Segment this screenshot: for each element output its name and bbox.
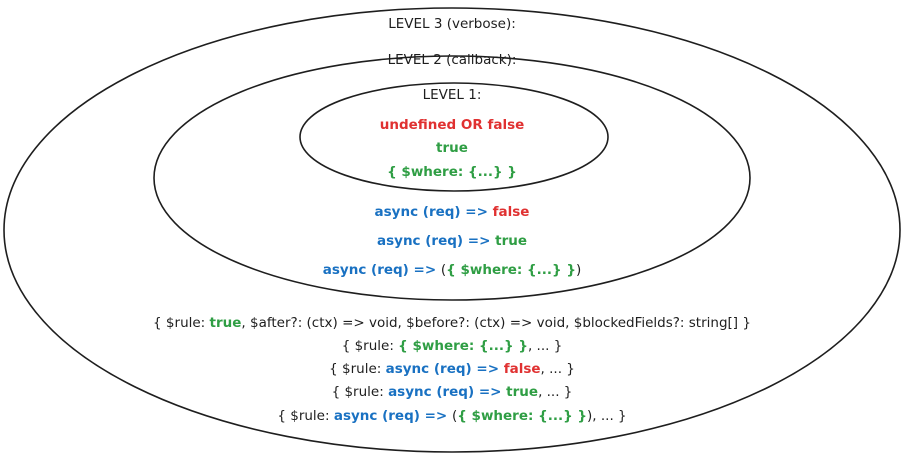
level1-true: true <box>436 140 468 156</box>
verbose-line-async-true: { $rule: async (req) => true, ... } <box>0 383 904 401</box>
verbose-rule-key: { $rule: <box>341 338 399 354</box>
verbose-close-paren: ) <box>587 408 593 424</box>
verbose-options: , $after?: (ctx) => void, $before?: (ctx… <box>241 315 751 331</box>
level2-title: LEVEL 2 (callback): <box>387 52 517 68</box>
callback-value-where: { $where: {...} } <box>446 262 576 278</box>
verbose-rest: , ... } <box>592 408 627 424</box>
verbose-rest: , ... } <box>540 361 575 377</box>
verbose-line-async-false: { $rule: async (req) => false, ... } <box>0 360 904 378</box>
verbose-value-where: { $where: {...} } <box>457 408 588 424</box>
verbose-rule-key: { $rule: <box>329 361 386 377</box>
verbose-async-prefix: async (req) => <box>385 361 504 377</box>
callback-prefix: async (req) => <box>374 204 493 220</box>
callback-line-where: async (req) => ({ $where: {...} }) <box>0 261 904 279</box>
verbose-value-true: true <box>506 384 539 400</box>
verbose-rule-key: { $rule: <box>153 315 210 331</box>
verbose-value-false: false <box>503 361 541 377</box>
verbose-async-prefix: async (req) => <box>333 408 452 424</box>
verbose-line-where: { $rule: { $where: {...} }, ... } <box>0 337 904 355</box>
level3-ellipse <box>3 7 901 453</box>
callback-prefix: async (req) => <box>322 262 441 278</box>
verbose-value-where: { $where: {...} } <box>398 338 528 354</box>
callback-line-true: async (req) => true <box>0 232 904 250</box>
verbose-line-true: { $rule: true, $after?: (ctx) => void, $… <box>0 314 904 332</box>
callback-line-false: async (req) => false <box>0 203 904 221</box>
verbose-rule-key: { $rule: <box>277 408 334 424</box>
level1-undefined-or-false: undefined OR false <box>379 117 525 133</box>
level3-title: LEVEL 3 (verbose): <box>388 16 516 32</box>
verbose-open-paren: ( <box>451 408 458 424</box>
verbose-value-true: true <box>209 315 242 331</box>
verbose-rule-key: { $rule: <box>331 384 389 400</box>
verbose-rest: , ... } <box>538 384 573 400</box>
callback-value-true: true <box>495 233 527 249</box>
level2-ellipse <box>153 55 751 301</box>
callback-value-false: false <box>492 204 530 220</box>
level1-ellipse <box>299 82 609 192</box>
callback-close-paren: ) <box>575 262 582 278</box>
callback-open-paren: ( <box>440 262 447 278</box>
verbose-rest: , ... } <box>527 338 563 354</box>
verbose-line-async-where: { $rule: async (req) => ({ $where: {...}… <box>0 407 904 425</box>
level1-title: LEVEL 1: <box>422 87 482 103</box>
level1-where: { $where: {...} } <box>387 164 517 180</box>
verbose-async-prefix: async (req) => <box>388 384 507 400</box>
callback-prefix: async (req) => <box>377 233 496 249</box>
